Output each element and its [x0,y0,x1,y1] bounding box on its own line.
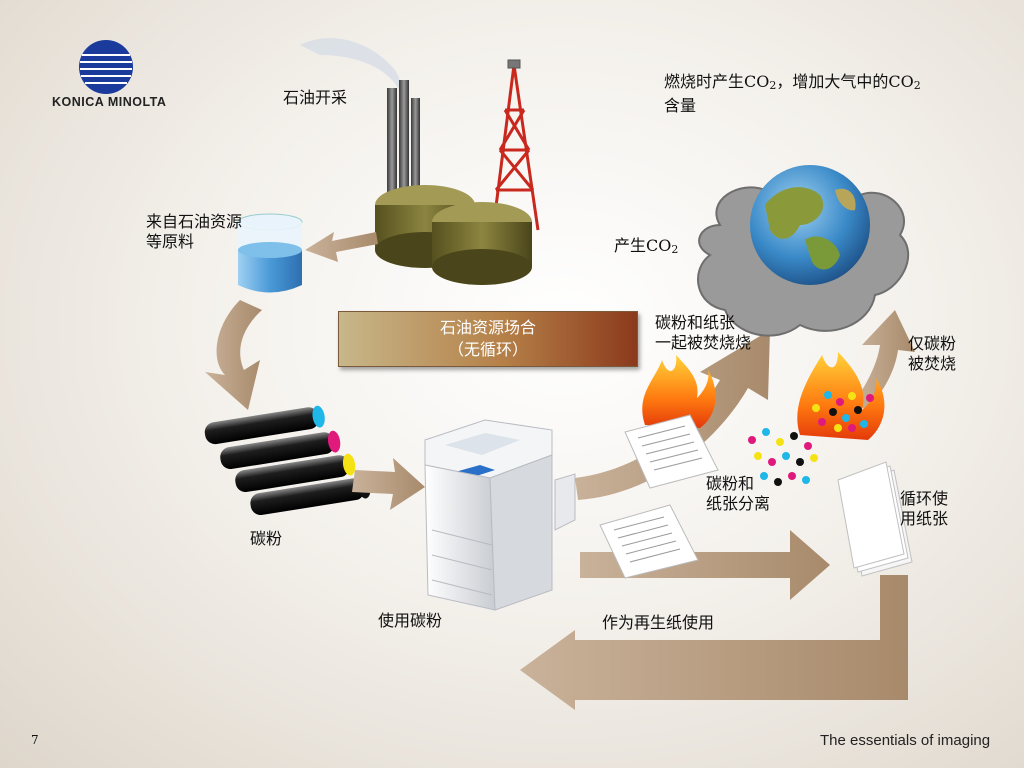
label-co2-burn: 燃烧时产生CO2，增加大气中的CO2 含量 [664,72,921,116]
flame-with-paper-icon [624,355,719,489]
label-toner-only-burn-line1: 仅碳粉 [908,334,957,353]
label-raw-material-line1: 来自石油资源 [146,212,243,231]
separated-toner-dots-icon [748,428,818,486]
label-toner: 碳粉 [250,529,283,548]
produce-co2-text: 产生CO [614,236,672,255]
tagline: The essentials of imaging [820,732,991,749]
label-toner-only-burn: 仅碳粉 被焚烧 [908,334,956,374]
produce-co2-sub: 2 [671,243,679,256]
arrow-toner-to-copier [352,458,425,510]
label-oil-extraction: 石油开采 [283,88,348,107]
co2-burn-sub-1: 2 [769,79,777,92]
label-raw-material: 来自石油资源 等原料 [146,212,242,252]
label-use-toner: 使用碳粉 [378,611,443,630]
label-recycled-paper-use: 作为再生纸使用 [602,613,715,632]
smoke-plume [300,38,401,92]
logo-wordmark: KONICA MINOLTA [52,95,167,109]
blank-paper-stack-icon [837,461,913,577]
arrow-oil-to-material [305,232,378,262]
label-raw-material-line2: 等原料 [146,232,195,251]
page-number: 7 [31,733,39,747]
label-recycle-paper-line1: 循环使 [900,489,949,508]
label-separation-line1: 碳粉和 [706,474,755,493]
oil-derrick-icon [491,59,540,231]
arrow-return-loop [520,575,908,710]
label-toner-paper-burn: 碳粉和纸张 一起被焚烧烧 [655,313,751,353]
banner-line1: 石油资源场合 [439,318,536,337]
label-separation: 碳粉和 纸张分离 [706,474,770,514]
label-recycle-paper-line2: 用纸张 [900,509,949,528]
banner-oil-resource-no-cycle: 石油资源场合 （无循环） [338,311,638,367]
label-separation-line2: 纸张分离 [706,494,771,513]
arrow-copier-to-recycle [580,530,830,600]
arrow-material-to-toner [205,300,262,410]
refinery-stacks-icon [387,80,420,198]
co2-burn-sub-2: 2 [913,79,921,92]
label-co2-burn-line1: 燃烧时产生CO2，增加大气中的CO2 [664,72,921,96]
label-produce-co2: 产生CO2 [614,236,678,260]
label-toner-only-burn-line2: 被焚烧 [908,354,957,373]
toner-cartridges-icon [204,405,371,516]
co2-burn-part-a: 燃烧时产生CO [664,72,770,91]
label-toner-paper-burn-line2: 一起被焚烧烧 [655,333,752,352]
konica-minolta-globe-icon [79,40,133,94]
beaker-icon [237,213,303,293]
label-co2-burn-line2: 含量 [664,96,697,115]
copier-icon [424,419,576,611]
banner-line2: （无循环） [447,340,528,359]
co2-burn-part-c: ，增加大气中的CO [776,72,914,91]
label-toner-paper-burn-line1: 碳粉和纸张 [655,313,736,332]
globe-icon [750,165,870,285]
arrow-copier-to-burn [575,330,770,500]
paper-sheet-icon [599,504,699,579]
arrow-separation-to-burn [855,310,915,410]
label-recycle-paper: 循环使 用纸张 [900,489,948,529]
flame-with-toner-icon [797,352,885,440]
oil-tanks-icon [375,185,532,285]
